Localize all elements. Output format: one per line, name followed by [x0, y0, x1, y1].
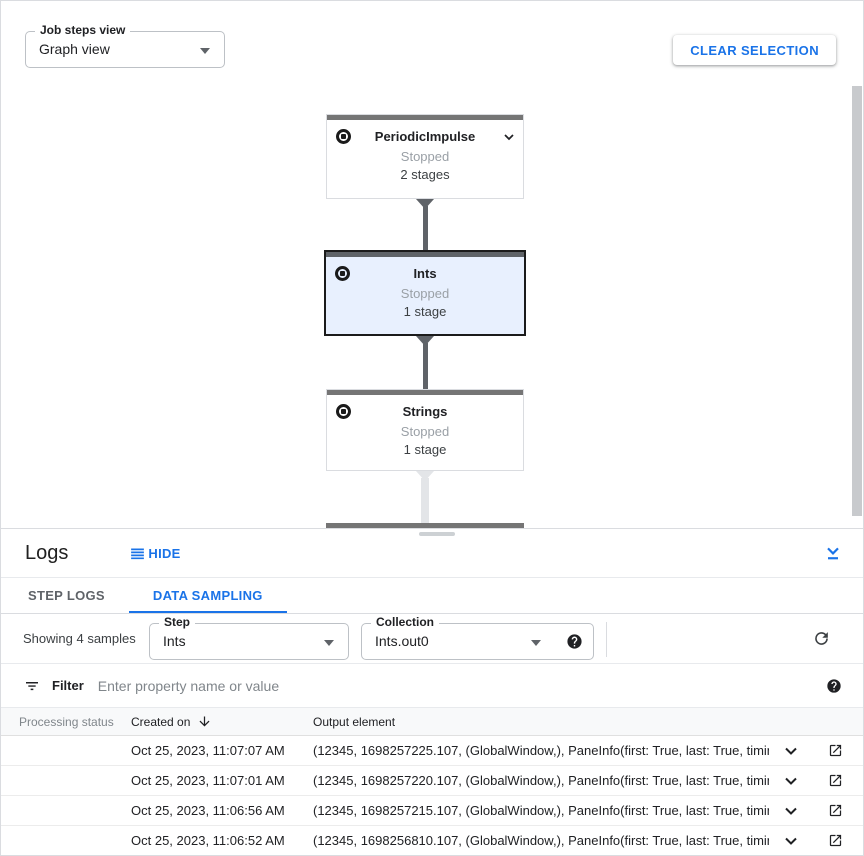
job-graph-area: Job steps view Graph view CLEAR SELECTIO…	[1, 1, 863, 528]
node-stage-count: 1 stage	[403, 304, 447, 319]
output-element-cell: (12345, 1698257220.107, (GlobalWindow,),…	[313, 773, 769, 788]
filter-bar: Filter	[1, 664, 863, 708]
column-header-output-element: Output element	[313, 714, 396, 729]
dropdown-arrow-icon	[531, 640, 541, 646]
node-stage-count: 1 stage	[403, 442, 447, 457]
hide-logs-button[interactable]: HIDE	[129, 545, 180, 562]
node-status: Stopped	[400, 424, 450, 439]
graph-vertical-scrollbar[interactable]	[852, 86, 862, 516]
job-steps-view-select[interactable]: Job steps view Graph view	[25, 23, 225, 68]
node-title: Ints	[413, 266, 437, 281]
filter-label: Filter	[52, 678, 84, 693]
expand-row-chevron-icon[interactable]	[781, 741, 801, 761]
edge-line	[421, 478, 429, 524]
output-element-cell: (12345, 1698256810.107, (GlobalWindow,),…	[313, 833, 769, 848]
edge-line	[422, 206, 428, 251]
created-on-cell: Oct 25, 2023, 11:07:01 AM	[131, 773, 285, 788]
created-on-cell: Oct 25, 2023, 11:06:52 AM	[131, 833, 285, 848]
logs-tabs: STEP LOGS DATA SAMPLING	[1, 578, 863, 614]
graph-edge-inactive	[416, 471, 434, 524]
sample-row: Oct 25, 2023, 11:06:52 AM (12345, 169825…	[1, 826, 863, 855]
expand-row-chevron-icon[interactable]	[781, 771, 801, 791]
logs-panel-title: Logs	[25, 541, 69, 564]
list-icon	[131, 548, 145, 559]
node-title: Strings	[402, 404, 448, 419]
step-select-label: Step	[159, 615, 196, 629]
panel-resize-handle[interactable]	[419, 532, 455, 536]
job-steps-view-label: Job steps view	[35, 23, 131, 37]
graph-edge	[416, 336, 434, 389]
sort-descending-icon	[197, 714, 212, 729]
collection-select[interactable]: Collection Ints.out0	[361, 615, 594, 660]
graph-node-periodicimpulse[interactable]: PeriodicImpulse Stopped 2 stages	[326, 114, 524, 199]
column-header-processing-status: Processing status	[19, 714, 114, 729]
filter-input[interactable]	[97, 677, 813, 694]
output-element-cell: (12345, 1698257215.107, (GlobalWindow,),…	[313, 803, 769, 818]
edge-line	[422, 343, 428, 389]
edge-arrowhead	[416, 471, 434, 481]
logs-header: Logs HIDE	[1, 529, 863, 578]
graph-node-strings[interactable]: Strings Stopped 1 stage	[326, 389, 524, 471]
open-in-new-icon[interactable]	[828, 833, 843, 848]
refresh-icon[interactable]	[812, 629, 831, 648]
edge-arrowhead	[416, 336, 434, 346]
node-topbar	[327, 115, 523, 120]
chevron-down-icon[interactable]	[501, 129, 517, 145]
help-icon[interactable]	[826, 678, 842, 694]
sample-row: Oct 25, 2023, 11:06:56 AM (12345, 169825…	[1, 796, 863, 826]
partial-node-topbar	[326, 523, 524, 528]
step-select-value: Ints	[163, 633, 186, 649]
created-on-cell: Oct 25, 2023, 11:06:56 AM	[131, 803, 285, 818]
toolbar-divider	[606, 622, 607, 657]
filter-icon	[24, 678, 40, 694]
created-on-cell: Oct 25, 2023, 11:07:07 AM	[131, 743, 285, 758]
open-in-new-icon[interactable]	[828, 773, 843, 788]
expand-row-chevron-icon[interactable]	[781, 831, 801, 851]
sampling-toolbar: Showing 4 samples Step Ints Collection I…	[1, 614, 863, 664]
open-in-new-icon[interactable]	[828, 743, 843, 758]
node-topbar	[327, 390, 523, 395]
collapse-panel-icon[interactable]	[823, 543, 843, 563]
step-select[interactable]: Step Ints	[149, 615, 349, 660]
collection-select-value: Ints.out0	[375, 633, 429, 649]
graph-edge	[416, 199, 434, 251]
graph-node-ints[interactable]: Ints Stopped 1 stage	[324, 250, 526, 336]
collection-select-label: Collection	[371, 615, 440, 629]
tab-data-sampling[interactable]: DATA SAMPLING	[128, 578, 287, 613]
node-status: Stopped	[400, 286, 450, 301]
node-title: PeriodicImpulse	[374, 129, 476, 144]
sample-row: Oct 25, 2023, 11:07:01 AM (12345, 169825…	[1, 766, 863, 796]
open-in-new-icon[interactable]	[828, 803, 843, 818]
node-stage-count: 2 stages	[400, 167, 450, 182]
stopped-status-icon	[336, 129, 351, 144]
output-element-cell: (12345, 1698257225.107, (GlobalWindow,),…	[313, 743, 769, 758]
node-topbar	[326, 252, 524, 257]
samples-table-header: Processing status Created on Output elem…	[1, 708, 863, 736]
dropdown-arrow-icon	[324, 640, 334, 646]
clear-selection-button[interactable]: CLEAR SELECTION	[673, 35, 836, 65]
column-header-created-on[interactable]: Created on	[131, 714, 313, 729]
dropdown-arrow-icon	[200, 48, 210, 54]
stopped-status-icon	[336, 404, 351, 419]
logs-panel: Logs HIDE STEP LOGS DATA SAMPLING Showin…	[1, 528, 863, 855]
tab-step-logs[interactable]: STEP LOGS	[28, 588, 105, 603]
expand-row-chevron-icon[interactable]	[781, 801, 801, 821]
sample-row: Oct 25, 2023, 11:07:07 AM (12345, 169825…	[1, 736, 863, 766]
edge-arrowhead	[416, 199, 434, 209]
job-steps-view-value: Graph view	[39, 41, 110, 57]
help-icon[interactable]	[566, 633, 583, 650]
node-status: Stopped	[400, 149, 450, 164]
stopped-status-icon	[335, 266, 350, 281]
sample-count-text: Showing 4 samples	[23, 631, 136, 646]
hide-label: HIDE	[148, 545, 181, 561]
